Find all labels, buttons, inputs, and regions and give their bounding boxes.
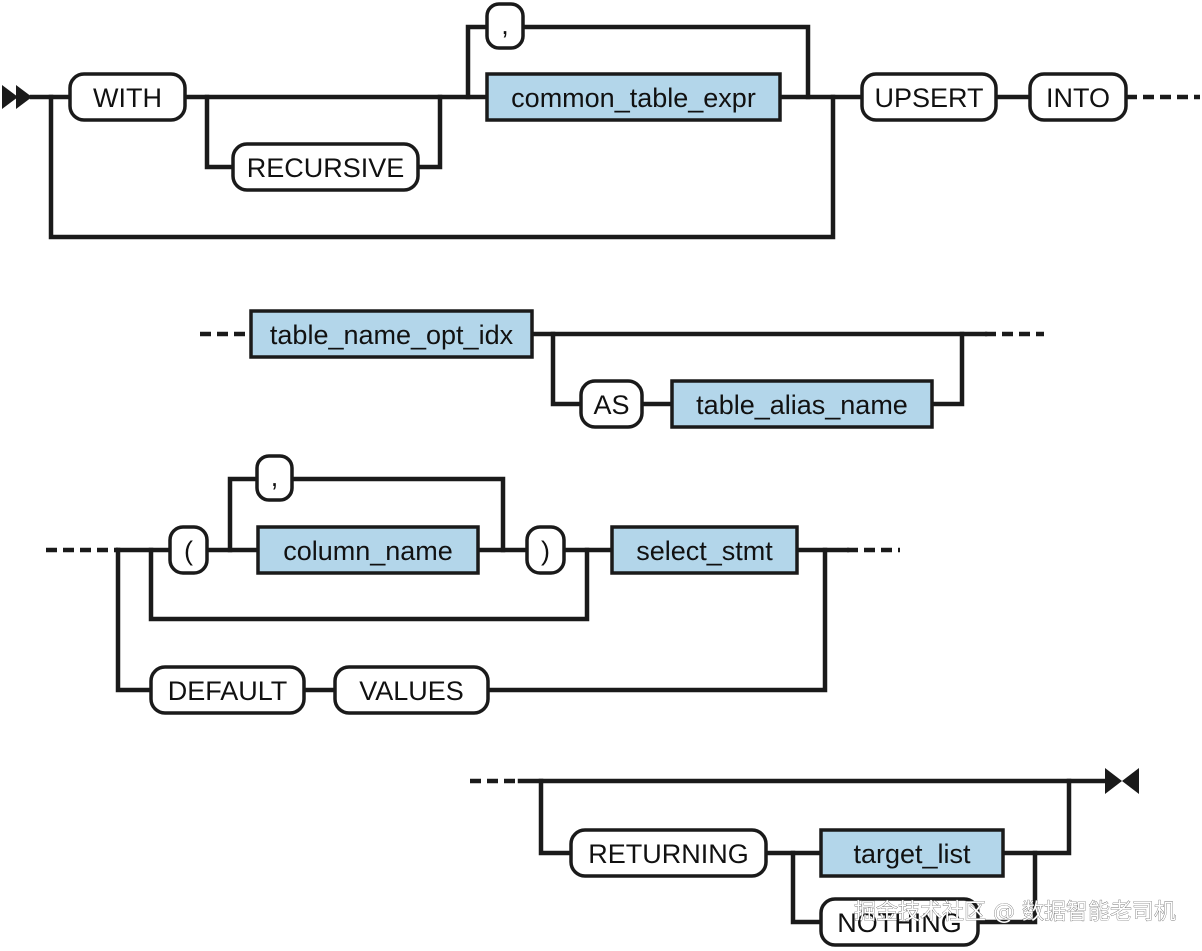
nonterminal-common-table-expr bbox=[485, 72, 782, 122]
keyword-default-label: DEFAULT bbox=[168, 676, 288, 706]
nonterminal-table-name-opt-idx bbox=[249, 309, 534, 359]
keyword-upsert bbox=[860, 72, 998, 122]
keyword-into-label: INTO bbox=[1046, 83, 1110, 113]
watermark-text: 掘金技术社区 @ 数据智能老司机 bbox=[854, 900, 1176, 925]
keyword-with bbox=[68, 72, 187, 122]
keyword-with-label: WITH bbox=[93, 83, 162, 113]
keyword-nothing bbox=[819, 897, 980, 947]
keyword-lparen bbox=[168, 525, 209, 575]
nonterminal-target-list bbox=[819, 828, 1005, 878]
keyword-values-label: VALUES bbox=[359, 676, 464, 706]
keyword-values bbox=[333, 665, 490, 715]
nonterminal-common-table-expr-label: common_table_expr bbox=[511, 83, 756, 113]
row-table-name: table_name_opt_idx AS table_alias_name bbox=[200, 309, 1044, 429]
keyword-comma-col bbox=[255, 454, 294, 502]
keyword-rparen-label: ) bbox=[541, 536, 550, 566]
nonterminal-select-stmt bbox=[610, 525, 799, 575]
keyword-lparen-label: ( bbox=[184, 536, 193, 566]
keyword-default bbox=[149, 665, 306, 715]
keyword-as bbox=[579, 379, 644, 429]
nonterminal-table-name-opt-idx-label: table_name_opt_idx bbox=[270, 320, 514, 350]
nonterminal-select-stmt-label: select_stmt bbox=[636, 536, 773, 566]
keyword-comma-cte-label: , bbox=[501, 10, 509, 40]
nonterminal-table-alias-name bbox=[670, 379, 934, 429]
row-columns-values: ( , column_name ) select_stmt DEFAULT VA… bbox=[46, 454, 900, 715]
keyword-rparen bbox=[525, 525, 566, 575]
nonterminal-table-alias-name-label: table_alias_name bbox=[696, 390, 908, 420]
keyword-returning bbox=[569, 828, 768, 878]
nonterminal-target-list-label: target_list bbox=[853, 839, 971, 869]
keyword-returning-label: RETURNING bbox=[588, 839, 749, 869]
row-with-upsert-into: WITH RECURSIVE , common_table_expr UPSER… bbox=[2, 2, 1200, 240]
keyword-recursive bbox=[231, 142, 420, 192]
keyword-recursive-label: RECURSIVE bbox=[247, 153, 405, 183]
keyword-comma-col-label: , bbox=[271, 462, 279, 492]
keyword-upsert-label: UPSERT bbox=[874, 83, 983, 113]
keyword-into bbox=[1028, 72, 1128, 122]
nonterminal-column-name-label: column_name bbox=[283, 536, 453, 566]
keyword-comma-cte bbox=[485, 2, 525, 50]
keyword-as-label: AS bbox=[593, 390, 629, 420]
keyword-nothing-label: NOTHING bbox=[837, 908, 962, 938]
row-returning: RETURNING target_list NOTHING bbox=[470, 768, 1139, 947]
end-marker bbox=[1105, 768, 1139, 794]
start-marker bbox=[2, 85, 32, 109]
nonterminal-column-name bbox=[256, 525, 480, 575]
